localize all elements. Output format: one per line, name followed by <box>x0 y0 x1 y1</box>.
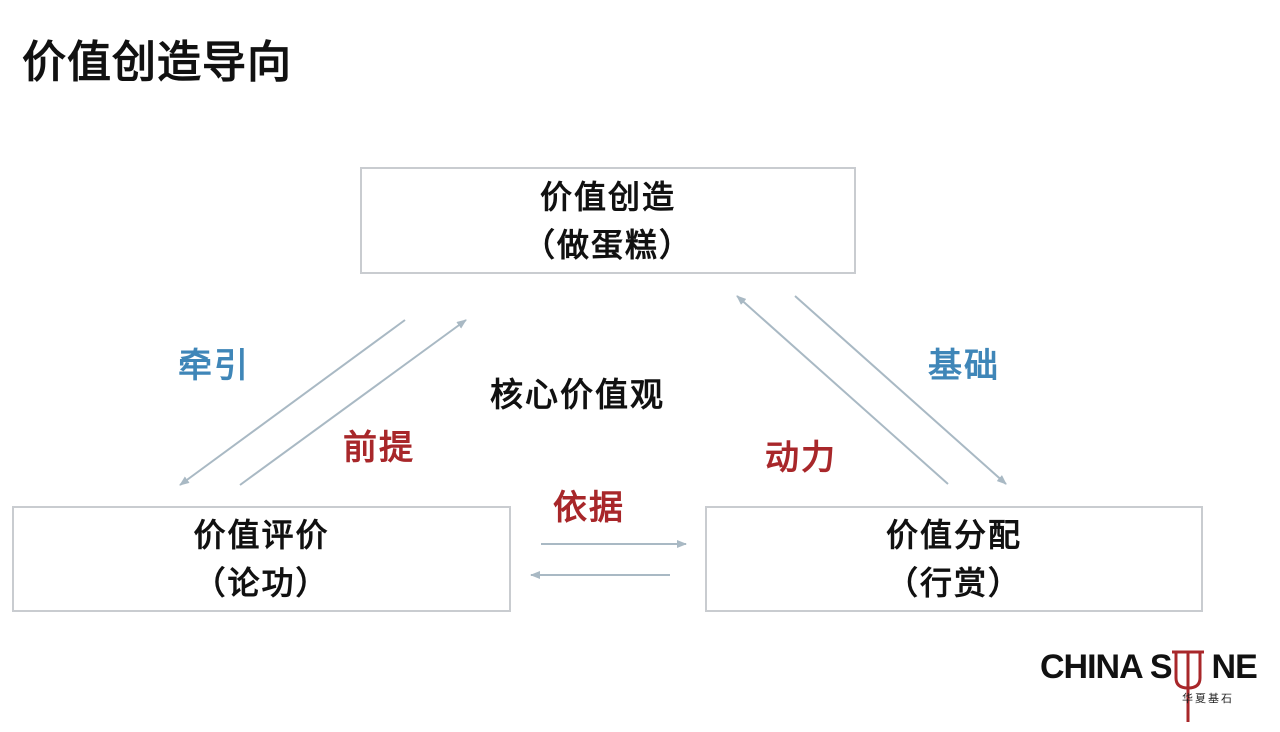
node-value-creation-title: 价值创造 <box>539 177 676 216</box>
node-value-evaluation-title: 价值评价 <box>193 516 330 554</box>
edge-label-qianyin: 牵引 <box>178 346 250 386</box>
arrow-left-to-top <box>239 319 467 486</box>
node-value-evaluation: 价值评价 （论功） <box>12 506 511 612</box>
logo-subtext: 华夏基石 <box>1182 692 1234 705</box>
node-value-distribution: 价值分配 （行赏） <box>705 506 1203 612</box>
edge-label-dongli: 动力 <box>765 438 837 478</box>
arrow-right-to-top <box>736 295 949 485</box>
page-title: 价值创造导向 <box>22 37 292 88</box>
node-value-creation-subtitle: （做蛋糕） <box>522 225 693 264</box>
stone-mark-icon <box>1172 650 1204 722</box>
arrow-top-to-right <box>794 295 1007 485</box>
node-value-distribution-subtitle: （行赏） <box>885 564 1022 602</box>
center-label: 核心价值观 <box>490 375 665 414</box>
arrow-top-to-left <box>179 319 406 486</box>
node-value-distribution-title: 价值分配 <box>885 516 1022 554</box>
edge-label-yiju: 依据 <box>553 488 625 528</box>
node-value-creation: 价值创造 （做蛋糕） <box>360 167 856 274</box>
edge-label-qianti: 前提 <box>343 428 415 468</box>
edge-label-jichu: 基础 <box>928 346 1000 386</box>
node-value-evaluation-subtitle: （论功） <box>193 564 330 602</box>
